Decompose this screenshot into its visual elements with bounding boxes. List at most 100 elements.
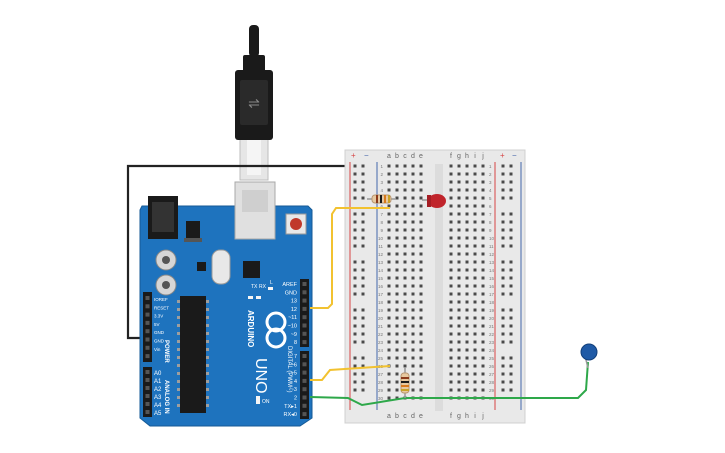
breadboard-hole[interactable]: [411, 252, 415, 256]
resistor-top[interactable]: [367, 194, 396, 204]
breadboard-hole[interactable]: [473, 332, 477, 336]
rail-hole[interactable]: [509, 364, 513, 368]
breadboard-hole[interactable]: [419, 388, 423, 392]
breadboard-hole[interactable]: [411, 372, 415, 376]
rail-hole[interactable]: [509, 244, 513, 248]
breadboard-hole[interactable]: [457, 228, 461, 232]
breadboard-hole[interactable]: [465, 204, 469, 208]
breadboard-hole[interactable]: [395, 364, 399, 368]
breadboard-hole[interactable]: [473, 204, 477, 208]
breadboard-hole[interactable]: [395, 196, 399, 200]
breadboard-hole[interactable]: [457, 236, 461, 240]
breadboard-hole[interactable]: [449, 388, 453, 392]
breadboard-hole[interactable]: [449, 180, 453, 184]
breadboard-hole[interactable]: [395, 356, 399, 360]
rail-hole[interactable]: [509, 292, 513, 296]
breadboard-hole[interactable]: [481, 284, 485, 288]
rail-hole[interactable]: [501, 188, 505, 192]
breadboard-hole[interactable]: [387, 188, 391, 192]
breadboard-hole[interactable]: [481, 348, 485, 352]
breadboard-hole[interactable]: [465, 220, 469, 224]
breadboard-hole[interactable]: [457, 340, 461, 344]
breadboard-hole[interactable]: [403, 260, 407, 264]
breadboard-hole[interactable]: [481, 260, 485, 264]
breadboard-hole[interactable]: [465, 332, 469, 336]
rail-hole[interactable]: [361, 196, 365, 200]
breadboard-hole[interactable]: [481, 340, 485, 344]
rail-hole[interactable]: [509, 380, 513, 384]
breadboard-hole[interactable]: [473, 188, 477, 192]
breadboard-hole[interactable]: [457, 188, 461, 192]
breadboard-hole[interactable]: [481, 188, 485, 192]
breadboard-hole[interactable]: [457, 164, 461, 168]
breadboard-hole[interactable]: [457, 348, 461, 352]
breadboard-hole[interactable]: [481, 356, 485, 360]
rail-hole[interactable]: [509, 276, 513, 280]
rail-hole[interactable]: [501, 164, 505, 168]
breadboard-hole[interactable]: [395, 348, 399, 352]
breadboard-hole[interactable]: [449, 244, 453, 248]
rail-hole[interactable]: [353, 260, 357, 264]
breadboard-hole[interactable]: [419, 324, 423, 328]
breadboard-hole[interactable]: [481, 276, 485, 280]
breadboard-hole[interactable]: [395, 212, 399, 216]
breadboard-hole[interactable]: [449, 316, 453, 320]
breadboard-hole[interactable]: [449, 380, 453, 384]
breadboard-hole[interactable]: [419, 356, 423, 360]
breadboard-hole[interactable]: [465, 244, 469, 248]
rail-hole[interactable]: [353, 188, 357, 192]
rail-hole[interactable]: [501, 260, 505, 264]
rail-hole[interactable]: [353, 276, 357, 280]
rail-hole[interactable]: [509, 316, 513, 320]
breadboard-hole[interactable]: [465, 372, 469, 376]
breadboard-hole[interactable]: [411, 220, 415, 224]
breadboard-hole[interactable]: [419, 196, 423, 200]
rail-hole[interactable]: [361, 244, 365, 248]
breadboard-hole[interactable]: [449, 228, 453, 232]
breadboard-hole[interactable]: [449, 340, 453, 344]
breadboard-hole[interactable]: [473, 300, 477, 304]
breadboard-hole[interactable]: [473, 252, 477, 256]
breadboard-hole[interactable]: [403, 252, 407, 256]
breadboard-hole[interactable]: [457, 268, 461, 272]
breadboard-hole[interactable]: [387, 356, 391, 360]
breadboard-hole[interactable]: [411, 268, 415, 272]
breadboard-hole[interactable]: [411, 180, 415, 184]
rail-hole[interactable]: [509, 236, 513, 240]
breadboard-hole[interactable]: [419, 228, 423, 232]
rail-hole[interactable]: [361, 260, 365, 264]
rail-hole[interactable]: [353, 236, 357, 240]
breadboard-hole[interactable]: [387, 204, 391, 208]
rail-hole[interactable]: [509, 220, 513, 224]
rail-hole[interactable]: [361, 180, 365, 184]
breadboard-hole[interactable]: [403, 244, 407, 248]
breadboard-hole[interactable]: [457, 380, 461, 384]
breadboard-hole[interactable]: [457, 308, 461, 312]
rail-hole[interactable]: [361, 340, 365, 344]
breadboard-hole[interactable]: [403, 220, 407, 224]
breadboard-hole[interactable]: [457, 172, 461, 176]
breadboard-hole[interactable]: [387, 308, 391, 312]
rail-hole[interactable]: [509, 260, 513, 264]
breadboard-hole[interactable]: [411, 196, 415, 200]
rail-hole[interactable]: [361, 292, 365, 296]
breadboard-hole[interactable]: [395, 332, 399, 336]
breadboard-hole[interactable]: [419, 340, 423, 344]
breadboard-hole[interactable]: [387, 268, 391, 272]
led-red[interactable]: [422, 194, 446, 208]
breadboard-hole[interactable]: [419, 180, 423, 184]
breadboard-hole[interactable]: [449, 260, 453, 264]
rail-hole[interactable]: [509, 196, 513, 200]
breadboard-hole[interactable]: [473, 308, 477, 312]
rail-hole[interactable]: [509, 228, 513, 232]
breadboard-hole[interactable]: [457, 212, 461, 216]
breadboard-hole[interactable]: [387, 236, 391, 240]
breadboard-hole[interactable]: [481, 332, 485, 336]
rail-hole[interactable]: [353, 356, 357, 360]
breadboard-hole[interactable]: [481, 228, 485, 232]
breadboard-hole[interactable]: [457, 204, 461, 208]
breadboard-hole[interactable]: [419, 252, 423, 256]
breadboard-hole[interactable]: [411, 292, 415, 296]
breadboard-hole[interactable]: [387, 292, 391, 296]
rail-hole[interactable]: [353, 372, 357, 376]
